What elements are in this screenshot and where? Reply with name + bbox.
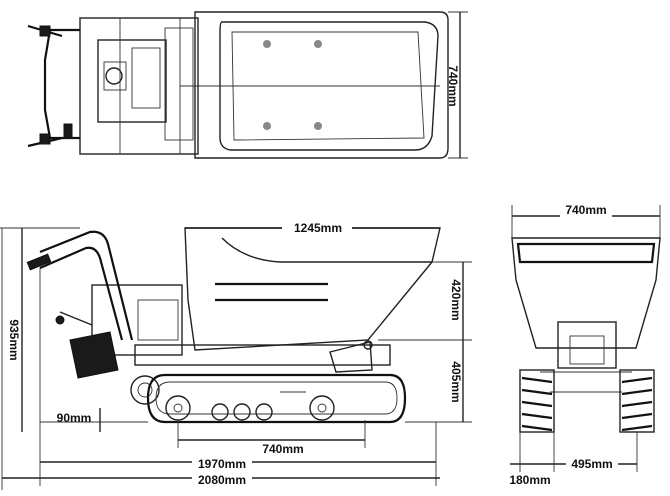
sprocket-front-hub: [317, 403, 327, 413]
side-view: 1245mm 935mm 420mm 405mm 90mm 740mm 1970…: [0, 219, 472, 490]
roller-2: [233, 403, 251, 421]
dim-lower-height: 405mm: [449, 361, 463, 402]
side-view-flywheel-hub: [137, 382, 153, 398]
top-view-pulley: [105, 67, 123, 85]
track-left-tread: [521, 376, 553, 432]
front-view-frame: [557, 321, 617, 369]
side-view-bucket-rim: [221, 237, 432, 263]
control-knob: [55, 315, 65, 325]
side-view-track-inner: [155, 381, 398, 415]
top-view-engine: [97, 39, 167, 123]
dim-overall-height: 935mm: [7, 319, 21, 360]
handle-grip: [26, 253, 52, 271]
side-view-block: [137, 299, 179, 341]
bolt-4: [314, 122, 322, 130]
front-view: 740mm 180mm 495mm: [509, 203, 661, 487]
side-view-fuel-tank: [69, 331, 119, 379]
side-view-engine: [91, 284, 183, 356]
sprocket-front: [309, 395, 335, 421]
top-view: 740mm: [27, 11, 468, 159]
track-right-tread: [621, 376, 653, 432]
dim-ground-clearance: 90mm: [57, 411, 92, 425]
top-view-bucket-outline: [194, 11, 449, 159]
top-view-handle: [43, 28, 80, 140]
bolt-1: [263, 40, 271, 48]
dim-bucket-height: 420mm: [449, 279, 463, 320]
dim-track-width: 180mm: [509, 473, 550, 487]
side-view-track: [146, 373, 407, 424]
dim-length-without-handle: 1970mm: [198, 457, 246, 471]
front-view-center-block: [569, 335, 605, 365]
bolt-2: [314, 40, 322, 48]
dim-track-gauge: 495mm: [571, 457, 612, 471]
side-view-bucket: [184, 227, 441, 351]
front-view-bucket-rim: [516, 242, 656, 264]
control-rod: [59, 311, 93, 326]
top-view-frame: [79, 17, 199, 155]
idler-rear-hub: [173, 403, 183, 413]
dim-front-width: 740mm: [565, 203, 606, 217]
front-view-bucket: [511, 237, 661, 349]
dim-overall-length: 2080mm: [198, 473, 246, 487]
roller-1: [211, 403, 229, 421]
control-lever: [63, 123, 73, 139]
dim-track-length: 740mm: [262, 442, 303, 456]
idler-rear: [165, 395, 191, 421]
top-view-bucket-floor: [231, 31, 425, 141]
grip-bottom: [39, 133, 51, 145]
side-view-flywheel: [130, 375, 160, 405]
top-view-engine-detail: [103, 61, 127, 91]
top-view-bucket-inner: [219, 21, 439, 151]
bolt-3: [263, 122, 271, 130]
roller-3: [255, 403, 273, 421]
top-view-block-2: [131, 47, 161, 109]
side-view-handle: [39, 230, 134, 341]
top-view-side-block: [164, 27, 194, 141]
dim-bucket-length: 1245mm: [294, 221, 342, 235]
side-view-handle-2: [39, 246, 124, 341]
dim-top-view-width: 740mm: [446, 65, 460, 106]
front-view-track-left: [519, 369, 555, 433]
grip-top: [39, 25, 51, 37]
bucket-support: [329, 341, 373, 373]
